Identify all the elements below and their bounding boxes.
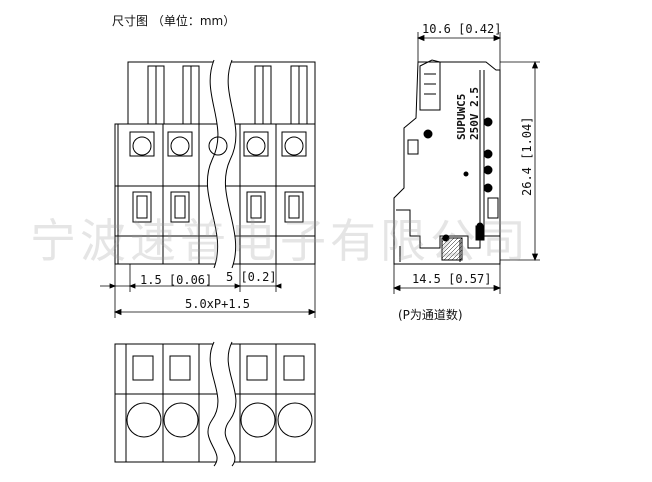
- drawing-title: 尺寸图 （单位：mm）: [112, 14, 236, 28]
- bottom-circles: [126, 402, 313, 438]
- top-width-label: 10.6 [0.42]: [422, 22, 502, 36]
- brand-marking: SUPUWC5: [455, 93, 468, 140]
- rating-marking: 250V 2.5: [468, 87, 481, 140]
- bottom-squares: [132, 355, 305, 381]
- spacing-dimension-label: 5 [0.2]: [226, 270, 277, 284]
- break-line-bottom: [207, 341, 237, 467]
- bottom-width-label: 14.5 [0.57]: [412, 272, 492, 286]
- screw-circles: [129, 131, 307, 157]
- pitch-dimension-label: 1.5 [0.06]: [140, 273, 213, 287]
- total-length-label: 5.0xP+1.5: [185, 297, 251, 311]
- break-line-front: [207, 59, 237, 269]
- wire-entries: [132, 191, 304, 223]
- watermark: 宁波速普电子有限公司: [30, 214, 530, 268]
- front-dimensions: [100, 264, 317, 318]
- side-view: [393, 59, 501, 265]
- side-screws: [423, 117, 493, 242]
- height-label: 26.4 [1.04]: [520, 116, 534, 196]
- side-dimensions: [392, 32, 540, 294]
- channel-note: (P为通道数): [398, 308, 463, 322]
